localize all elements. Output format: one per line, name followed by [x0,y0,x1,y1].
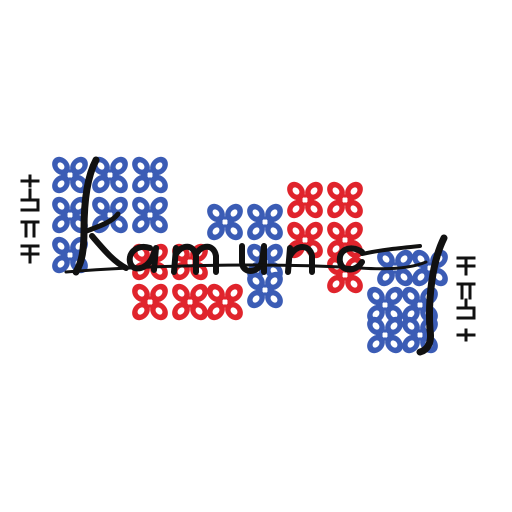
bead-flower-icon [132,156,168,194]
bead-flower-icon [52,156,88,194]
wordmark-strokes [64,156,448,356]
right-ornament-icon [456,256,476,342]
bead-flower-icon [132,283,168,321]
bead-flower-icon [287,181,323,219]
bead-flower-icon [367,316,403,354]
bead-flower-icon [207,283,243,321]
bead-flower-icon [172,283,208,321]
left-ornament-icon [20,174,40,264]
bead-flower-icon [327,181,363,219]
bead-flower-icon [207,203,243,241]
bead-flower-icon [247,203,283,241]
bead-flower-icon [132,196,168,234]
bead-flower-icon [367,286,403,324]
bead-flower-icon [92,156,128,194]
bead-flower-icon [377,249,413,287]
bead-flower-icon [247,271,283,309]
